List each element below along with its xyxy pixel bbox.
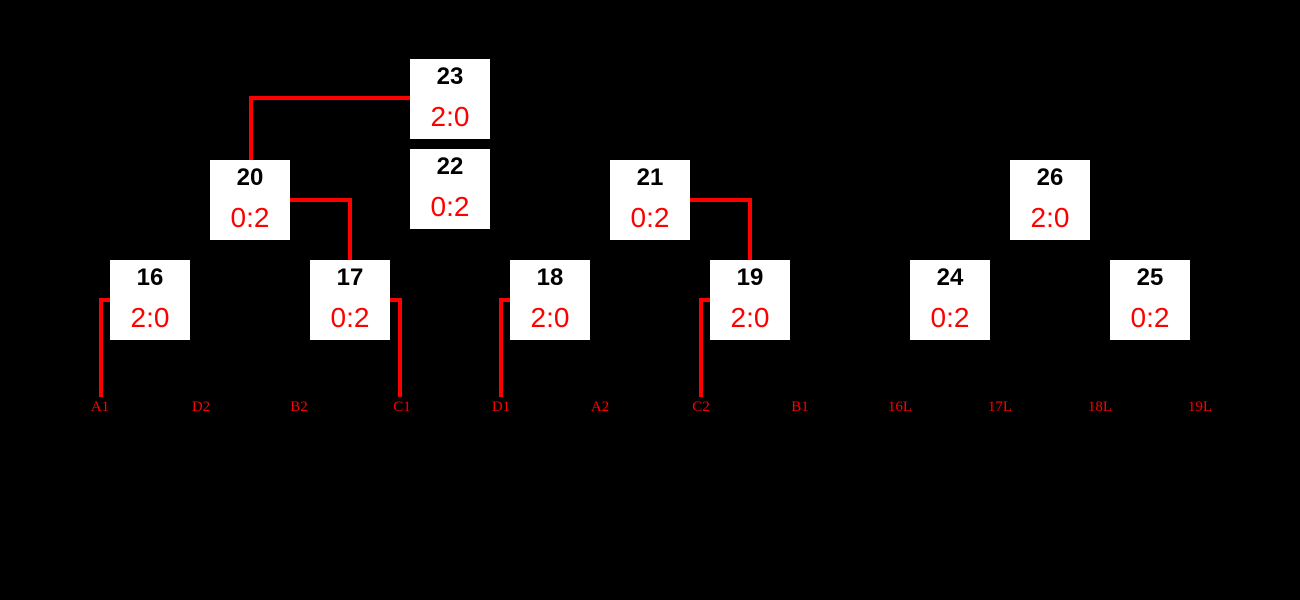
connector-drop-to-match20 <box>249 96 253 160</box>
match-number: 26 <box>1036 164 1064 191</box>
match-number: 22 <box>436 153 464 180</box>
slot-label-C2: C2 <box>692 399 710 415</box>
match-score: 0:2 <box>430 191 470 222</box>
slot-label-19L: 19L <box>1187 399 1213 415</box>
connector-hook-match19-left <box>699 298 710 302</box>
connector-drop-to-match17 <box>348 198 352 260</box>
connector-drop-to-match19 <box>748 198 752 260</box>
slot-label-D2: D2 <box>191 399 211 415</box>
connector-hook-match18-left <box>499 298 510 302</box>
slot-label-B1: B1 <box>791 399 809 415</box>
connector-riser-D1 <box>499 298 503 397</box>
connector-riser-C1 <box>398 298 402 397</box>
match-score: 0:2 <box>1130 302 1170 333</box>
connector-hook-match16-left <box>99 298 110 302</box>
match-score: 0:2 <box>630 202 670 233</box>
slot-label-17L: 17L <box>987 399 1013 415</box>
connector-match21-right-arm <box>690 198 752 202</box>
slot-label-16L: 16L <box>887 399 913 415</box>
match-number: 25 <box>1136 264 1164 291</box>
connector-hook-match17-right <box>390 298 402 302</box>
match-score: 0:2 <box>230 202 270 233</box>
match-number: 16 <box>136 264 164 291</box>
connector-match20-right-arm <box>290 198 352 202</box>
match-number: 17 <box>336 264 364 291</box>
match-score: 2:0 <box>730 302 770 333</box>
slot-label-A2: A2 <box>590 399 610 415</box>
match-score: 2:0 <box>130 302 170 333</box>
match-number: 19 <box>736 264 764 291</box>
slot-label-18L: 18L <box>1087 399 1113 415</box>
match-score: 2:0 <box>530 302 570 333</box>
slot-label-D1: D1 <box>491 399 511 415</box>
connector-riser-C2 <box>699 298 703 397</box>
match-number: 21 <box>636 164 664 191</box>
slot-label-A1: A1 <box>90 399 110 415</box>
match-score: 0:2 <box>930 302 970 333</box>
match-number: 18 <box>536 264 564 291</box>
slot-label-B2: B2 <box>290 399 308 415</box>
match-score: 2:0 <box>1030 202 1070 233</box>
connector-match23-left-arm <box>249 96 410 100</box>
match-number: 24 <box>936 264 964 291</box>
slot-label-C1: C1 <box>393 399 411 415</box>
match-score: 0:2 <box>330 302 370 333</box>
match-number: 23 <box>436 63 464 90</box>
match-score: 2:0 <box>430 101 470 132</box>
match-number: 20 <box>236 164 264 191</box>
connector-riser-A1 <box>99 298 103 397</box>
